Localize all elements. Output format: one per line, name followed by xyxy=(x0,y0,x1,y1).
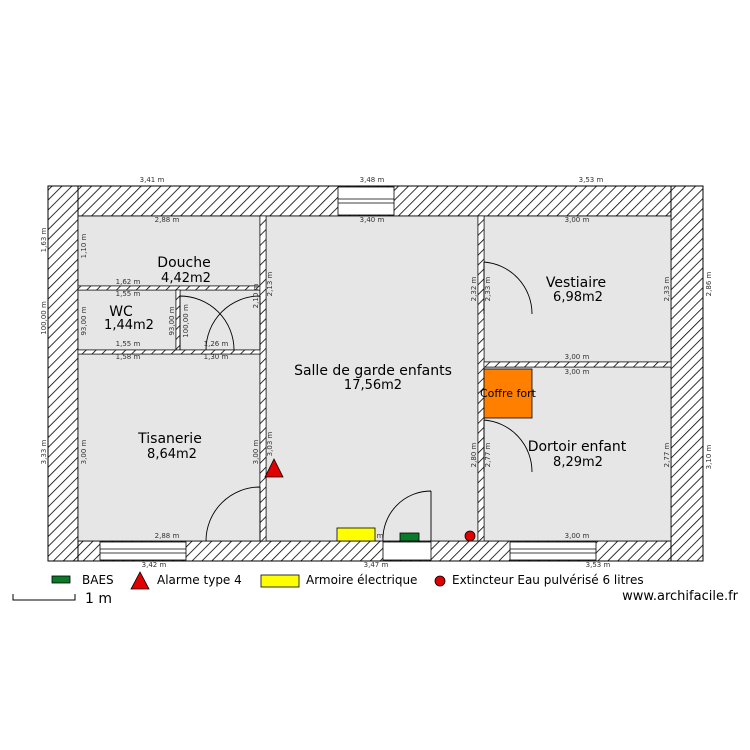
douche-area: 4,42m2 xyxy=(161,271,211,286)
vestiaire-name: Vestiaire xyxy=(546,275,606,291)
door-douche xyxy=(205,295,261,351)
dim-top-mid: 3,48 m xyxy=(360,176,385,184)
dimension-labels: 3,41 m 3,48 m 3,53 m 3,42 m 3,47 m 3,53 … xyxy=(40,176,713,569)
dim-tisanerie-right: 3,00 m xyxy=(252,440,260,465)
legend-baes-swatch xyxy=(51,575,71,584)
dim-top-left: 3,41 m xyxy=(140,176,165,184)
dim-right-upper: 2,86 m xyxy=(705,272,713,297)
wc-area: 1,44m2 xyxy=(104,318,154,333)
dim-salle-top: 3,40 m xyxy=(360,216,385,224)
dortoir-name: Dortoir enfant xyxy=(528,439,627,455)
dim-bath-wall-c: 2,13 m xyxy=(266,272,274,297)
dim-dortoir-bottom: 3,00 m xyxy=(565,532,590,540)
vestiaire-area: 6,98m2 xyxy=(553,290,603,305)
dim-bath-wall-b: 2,10 m xyxy=(252,284,260,309)
doors xyxy=(179,261,533,542)
tisanerie-name: Tisanerie xyxy=(137,431,202,447)
dim-dortoir-right: 2,77 m xyxy=(663,443,671,468)
legend-alarme-icon xyxy=(130,571,150,590)
dim-wc-bottom: 1,55 m xyxy=(116,340,141,348)
coffre-fort xyxy=(483,368,533,419)
alarme-marker xyxy=(264,458,284,478)
douche-name: Douche xyxy=(157,255,210,271)
dim-dortoir-left2: 2,77 m xyxy=(484,443,492,468)
scale-bar-label: 1 m xyxy=(85,591,112,607)
douche-floor xyxy=(77,215,261,287)
vestiaire-floor xyxy=(483,215,672,363)
dim-vestiaire-right: 2,33 m xyxy=(663,277,671,302)
dim-bath-bottom-a: 1,58 m xyxy=(116,353,141,361)
dim-dortoir-top: 3,00 m xyxy=(565,368,590,376)
dim-tisanerie-side: 3,00 m xyxy=(80,440,88,465)
window-bottom-left xyxy=(99,541,187,561)
dim-bath-bottom-c: 1,30 m xyxy=(204,353,229,361)
legend: BAES Alarme type 4 Armoire électrique Ex… xyxy=(51,571,644,590)
dim-left-upper: 1,63 m xyxy=(40,228,48,253)
window-bottom-right xyxy=(509,541,597,561)
dim-tisanerie-right2: 3,03 m xyxy=(266,432,274,457)
dim-bottom-mid: 3,47 m xyxy=(364,561,389,569)
salle-floor xyxy=(265,215,479,542)
dim-bath-wall-a: 100,00 m xyxy=(182,304,190,338)
door-dortoir xyxy=(483,419,533,473)
legend-alarme-label: Alarme type 4 xyxy=(157,573,242,587)
windows xyxy=(99,186,597,561)
legend-extincteur-label: Extincteur Eau pulvérisé 6 litres xyxy=(452,573,644,587)
room-labels: Douche 4,42m2 WC 1,44m2 Tisanerie 8,64m2… xyxy=(104,255,627,470)
dim-bath-bottom-b: 1,26 m xyxy=(204,340,229,348)
dim-wc-side: 93,00 m xyxy=(80,306,88,335)
legend-armoire-swatch xyxy=(260,574,300,588)
dim-vestiaire-left: 2,32 m xyxy=(470,277,478,302)
interior-walls xyxy=(77,215,672,542)
legend-baes-label: BAES xyxy=(82,573,114,587)
dim-vestiaire-left2: 2,33 m xyxy=(484,277,492,302)
equipment: Coffre fort xyxy=(264,368,537,542)
credit-text: www.archifacile.fr xyxy=(622,589,738,604)
dim-vestiaire-bottom: 3,00 m xyxy=(565,353,590,361)
dim-dortoir-left: 2,80 m xyxy=(470,443,478,468)
door-wc xyxy=(179,295,235,351)
salle-name: Salle de garde enfants xyxy=(294,363,452,379)
dim-wc-right: 93,00 m xyxy=(168,306,176,335)
coffre-fort-label: Coffre fort xyxy=(480,387,537,400)
legend-extincteur-icon xyxy=(434,575,446,587)
dim-bottom-right: 3,53 m xyxy=(586,561,611,569)
dim-top-right: 3,53 m xyxy=(579,176,604,184)
door-tisanerie xyxy=(205,486,261,542)
entrance-opening xyxy=(382,541,432,561)
extincteur-marker xyxy=(464,530,476,542)
dim-vestiaire-top: 3,00 m xyxy=(565,216,590,224)
tisanerie-floor xyxy=(77,353,261,542)
dim-left-lower: 3,33 m xyxy=(40,440,48,465)
scale-bar-line xyxy=(12,594,76,601)
dim-salle-bottom: m xyxy=(377,532,384,540)
tisanerie-area: 8,64m2 xyxy=(147,447,197,462)
salle-area: 17,56m2 xyxy=(344,378,402,393)
dim-bottom-left: 3,42 m xyxy=(142,561,167,569)
dim-right-lower: 3,10 m xyxy=(705,445,713,470)
dim-wc-top: 1,55 m xyxy=(116,290,141,298)
baes-marker xyxy=(399,532,420,542)
dim-douche-bottom: 1,62 m xyxy=(116,278,141,286)
wc-name: WC xyxy=(109,304,133,320)
dim-douche-side: 1,10 m xyxy=(80,234,88,259)
dim-tisanerie-bottom: 2,88 m xyxy=(155,532,180,540)
door-entrance xyxy=(382,490,432,542)
scale-bar: 1 m xyxy=(12,591,112,607)
legend-armoire-label: Armoire électrique xyxy=(306,573,417,587)
dim-left-mid: 100,00 m xyxy=(40,301,48,335)
dortoir-area: 8,29m2 xyxy=(553,455,603,470)
window-top xyxy=(337,186,395,216)
dim-douche-top: 2,88 m xyxy=(155,216,180,224)
armoire-electrique xyxy=(336,527,376,542)
room-floors xyxy=(77,215,672,542)
door-vestiaire xyxy=(483,261,533,315)
